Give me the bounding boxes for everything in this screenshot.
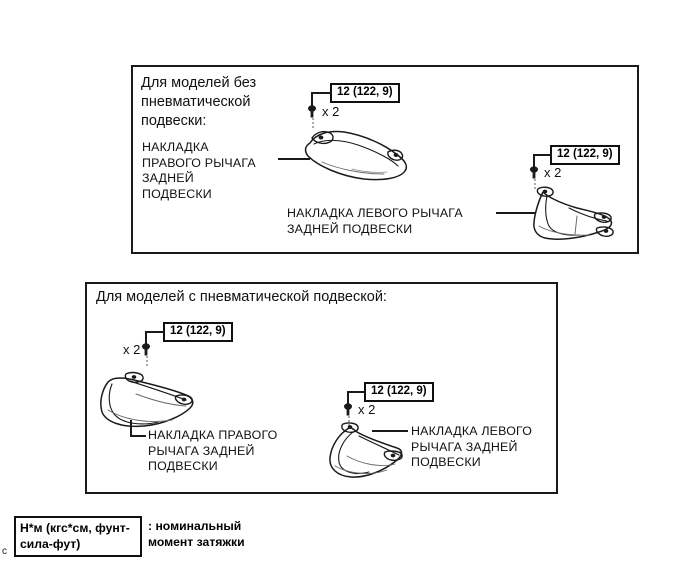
leader-line-right-cover-1 bbox=[278, 158, 310, 160]
bolt-count-with-air-right: x 2 bbox=[123, 342, 141, 357]
label-left-rear-suspension-arm-cover-2: НАКЛАДКА ЛЕВОГО РЫЧАГА ЗАДНЕЙ ПОДВЕСКИ bbox=[411, 424, 533, 469]
leader-line-torque-no-air-right-v bbox=[311, 92, 313, 107]
bolt-count-no-air-left: x 2 bbox=[544, 165, 562, 180]
leader-line-right-cover-2-h bbox=[130, 435, 146, 437]
legend-unit-box: Н*м (кгс*см, фунт- сила-фут) bbox=[14, 516, 142, 557]
bolt-icon-with-air-right bbox=[142, 343, 150, 356]
bolt-axis-dashed-with-air-right bbox=[140, 356, 154, 370]
bolt-icon-with-air-left bbox=[344, 403, 352, 416]
page-corner-mark: c bbox=[2, 546, 7, 557]
leader-line-right-cover-2-v bbox=[130, 420, 132, 436]
footer-legend: Н*м (кгс*см, фунт- сила-фут) : номинальн… bbox=[14, 516, 269, 558]
bolt-count-with-air-left: x 2 bbox=[358, 402, 376, 417]
bolt-axis-dashed-with-air-left bbox=[342, 416, 356, 430]
art-right-rear-suspension-arm-cover-2 bbox=[96, 364, 221, 434]
bolt-axis-dashed-no-air-right bbox=[306, 118, 320, 132]
leader-line-torque-with-air-left-h bbox=[347, 391, 366, 393]
torque-badge-no-air-left: 12 (122, 9) bbox=[550, 145, 620, 165]
torque-badge-with-air-right: 12 (122, 9) bbox=[163, 322, 233, 342]
torque-badge-with-air-left: 12 (122, 9) bbox=[364, 382, 434, 402]
leader-line-torque-with-air-left-v bbox=[347, 391, 349, 405]
leader-line-torque-no-air-left-v bbox=[533, 154, 535, 168]
panel-no-air-heading: Для моделей без пневматической подвески: bbox=[141, 75, 257, 129]
label-right-rear-suspension-arm-cover-1: НАКЛАДКА ПРАВОГО РЫЧАГА ЗАДНЕЙ ПОДВЕСКИ bbox=[142, 140, 256, 201]
bolt-count-no-air-right: x 2 bbox=[322, 104, 340, 119]
art-left-rear-suspension-arm-cover-1 bbox=[525, 186, 630, 248]
leader-line-torque-with-air-right-h bbox=[145, 331, 165, 333]
label-left-rear-suspension-arm-cover-1: НАКЛАДКА ЛЕВОГО РЫЧАГА ЗАДНЕЙ ПОДВЕСКИ bbox=[287, 206, 463, 236]
leader-line-torque-no-air-right-h bbox=[311, 92, 332, 94]
legend-description: : номинальный момент затяжки bbox=[148, 519, 245, 549]
label-right-rear-suspension-arm-cover-2: НАКЛАДКА ПРАВОГО РЫЧАГА ЗАДНЕЙ ПОДВЕСКИ bbox=[148, 428, 278, 473]
art-right-rear-suspension-arm-cover-1 bbox=[292, 124, 412, 186]
bolt-icon-no-air-right bbox=[308, 105, 316, 118]
torque-badge-no-air-right: 12 (122, 9) bbox=[330, 83, 400, 103]
leader-line-torque-no-air-left-h bbox=[533, 154, 552, 156]
bolt-icon-no-air-left bbox=[530, 166, 538, 179]
leader-line-torque-with-air-right-v bbox=[145, 331, 147, 345]
leader-line-left-cover-2 bbox=[372, 430, 408, 432]
art-left-rear-suspension-arm-cover-2 bbox=[325, 422, 440, 487]
panel-with-air-heading: Для моделей с пневматической подвеской: bbox=[96, 289, 387, 305]
leader-line-left-cover-1 bbox=[496, 212, 536, 214]
bolt-axis-dashed-no-air-left bbox=[528, 179, 542, 193]
